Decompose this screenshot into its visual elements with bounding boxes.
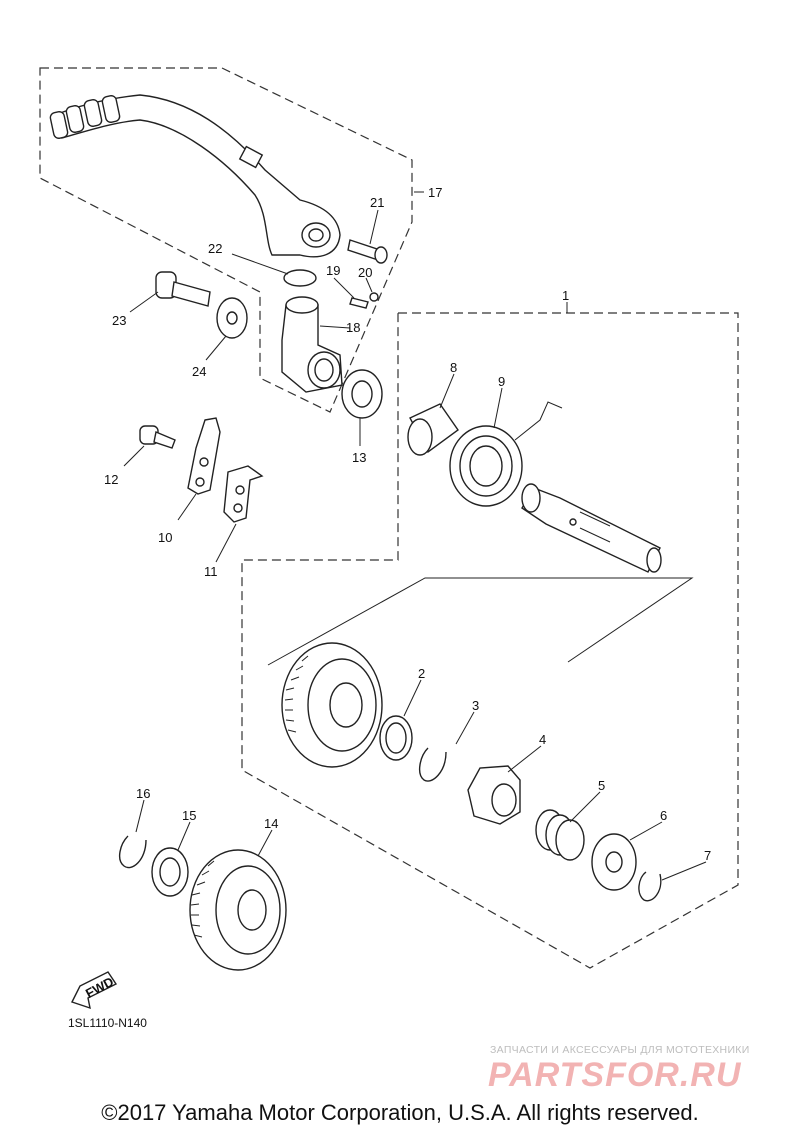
group-1-boundary xyxy=(241,312,739,969)
ball-20 xyxy=(369,292,379,302)
callout-14: 14 xyxy=(264,816,278,831)
callout-6: 6 xyxy=(660,808,667,823)
callout-16: 16 xyxy=(136,786,150,801)
callout-15: 15 xyxy=(182,808,196,823)
watermark-subtitle: ЗАПЧАСТИ И АКСЕССУАРЫ ДЛЯ МОТОТЕХНИКИ xyxy=(490,1044,750,1056)
washer-15 xyxy=(151,847,189,897)
bolt-21 xyxy=(347,239,388,264)
torsion-spring-9 xyxy=(449,401,563,507)
callout-21: 21 xyxy=(370,195,384,210)
oil-seal-13 xyxy=(341,369,383,419)
callout-20: 20 xyxy=(358,265,372,280)
bolt-19 xyxy=(349,297,369,309)
watermark-logo: PARTSFOR.RU xyxy=(488,1056,742,1094)
callout-18: 18 xyxy=(346,320,360,335)
callout-19: 19 xyxy=(326,263,340,278)
fwd-arrow: FWD xyxy=(71,971,118,1010)
callout-9: 9 xyxy=(498,374,505,389)
callout-3: 3 xyxy=(472,698,479,713)
bolt-12 xyxy=(139,425,176,449)
callout-5: 5 xyxy=(598,778,605,793)
callout-12: 12 xyxy=(104,472,118,487)
callout-labels: 1 2 3 4 5 6 7 8 9 10 11 12 13 14 15 16 1… xyxy=(104,185,711,863)
kick-boss-18 xyxy=(281,296,343,393)
callout-23: 23 xyxy=(112,313,126,328)
callout-8: 8 xyxy=(450,360,457,375)
plate-10 xyxy=(187,417,221,495)
callout-22: 22 xyxy=(208,241,222,256)
group-17-boundary xyxy=(39,67,413,413)
washer-6 xyxy=(591,833,637,891)
shaft-plane-outline xyxy=(267,577,694,666)
callout-7: 7 xyxy=(704,848,711,863)
leader-lines xyxy=(123,191,707,881)
callout-2: 2 xyxy=(418,666,425,681)
idle-gear-14 xyxy=(189,849,287,971)
collar-8 xyxy=(407,403,459,456)
washer-2 xyxy=(379,715,413,761)
fwd-label: FWD xyxy=(83,974,116,1001)
kick-lever xyxy=(49,94,341,258)
callout-17: 17 xyxy=(428,185,442,200)
callout-10: 10 xyxy=(158,530,172,545)
callout-1: 1 xyxy=(562,288,569,303)
circlip-3 xyxy=(418,747,447,782)
kick-gear xyxy=(281,642,383,768)
drawing-code: 1SL1110-N140 xyxy=(68,1016,147,1030)
callout-11: 11 xyxy=(204,564,218,579)
callout-13: 13 xyxy=(352,450,366,465)
washer-24 xyxy=(216,297,248,339)
plate-11 xyxy=(223,465,264,523)
copyright-notice: ©2017 Yamaha Motor Corporation, U.S.A. A… xyxy=(101,1100,699,1125)
callout-24: 24 xyxy=(192,364,206,379)
circlip-16 xyxy=(118,835,147,869)
kick-shaft xyxy=(521,483,662,573)
o-ring-22 xyxy=(283,269,317,287)
spring-5 xyxy=(535,809,585,861)
ratchet-4 xyxy=(467,765,521,825)
circlip-7 xyxy=(638,871,662,902)
callout-4: 4 xyxy=(539,732,546,747)
bolt-23 xyxy=(155,271,211,307)
